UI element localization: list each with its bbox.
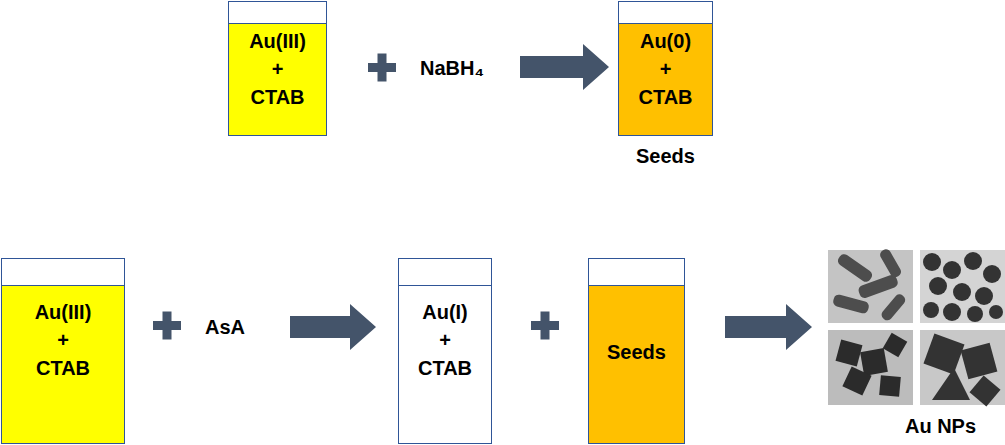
beaker-contents: Au(0) + CTAB <box>619 24 712 135</box>
reagent-label: AsA <box>205 315 245 339</box>
beaker: Au(III) + CTAB <box>228 1 327 136</box>
beaker: Au(0) + CTABSeeds <box>618 1 713 136</box>
tem-nanospheres <box>920 250 1005 323</box>
beaker-rim <box>2 259 124 286</box>
nanosphere <box>923 252 1003 322</box>
tem-nanorods <box>828 248 913 323</box>
beaker-rim <box>589 259 684 286</box>
tem-nanocubes <box>828 330 913 405</box>
plus-sign <box>368 54 396 82</box>
beaker-label: Au(III) + CTAB <box>249 27 306 111</box>
reaction-arrow <box>290 304 376 350</box>
nanorod <box>832 248 907 323</box>
beaker-label: Au(I) + CTAB <box>418 298 472 382</box>
tem-nanoplates <box>920 330 1005 406</box>
beaker-rim <box>229 2 326 24</box>
beaker-contents: Au(III) + CTAB <box>2 286 124 443</box>
plus-sign <box>531 312 559 340</box>
nanocube <box>836 333 908 397</box>
beaker-rim <box>399 259 491 286</box>
beaker-label: Seeds <box>607 338 666 366</box>
beaker-contents: Au(III) + CTAB <box>229 24 326 135</box>
beaker-label: Au(0) + CTAB <box>638 27 692 111</box>
beaker-label: Au(III) + CTAB <box>35 298 92 382</box>
beaker-contents: Seeds <box>589 286 684 443</box>
plus-sign <box>153 312 181 340</box>
beaker: Seeds <box>588 258 685 444</box>
tem-background <box>828 330 913 405</box>
tem-background <box>920 250 1005 323</box>
reagent-label: NaBH₄ <box>420 56 484 80</box>
tem-images <box>828 248 1005 407</box>
reaction-arrow <box>725 304 812 350</box>
plus-sign <box>378 54 387 82</box>
beaker: Au(III) + CTAB <box>1 258 125 444</box>
reaction-arrow <box>520 44 609 90</box>
tem-background <box>828 250 913 323</box>
plus-sign <box>163 312 172 340</box>
beaker-contents: Au(I) + CTAB <box>399 286 491 443</box>
beaker-rim <box>619 2 712 24</box>
beaker-caption: Seeds <box>619 142 712 170</box>
beaker-caption: Au NPs <box>852 412 1005 440</box>
beaker: Au(I) + CTAB <box>398 258 492 444</box>
nanoplate <box>923 333 1000 406</box>
tem-image-panel: Au NPs <box>828 250 1005 405</box>
plus-sign <box>541 312 550 340</box>
